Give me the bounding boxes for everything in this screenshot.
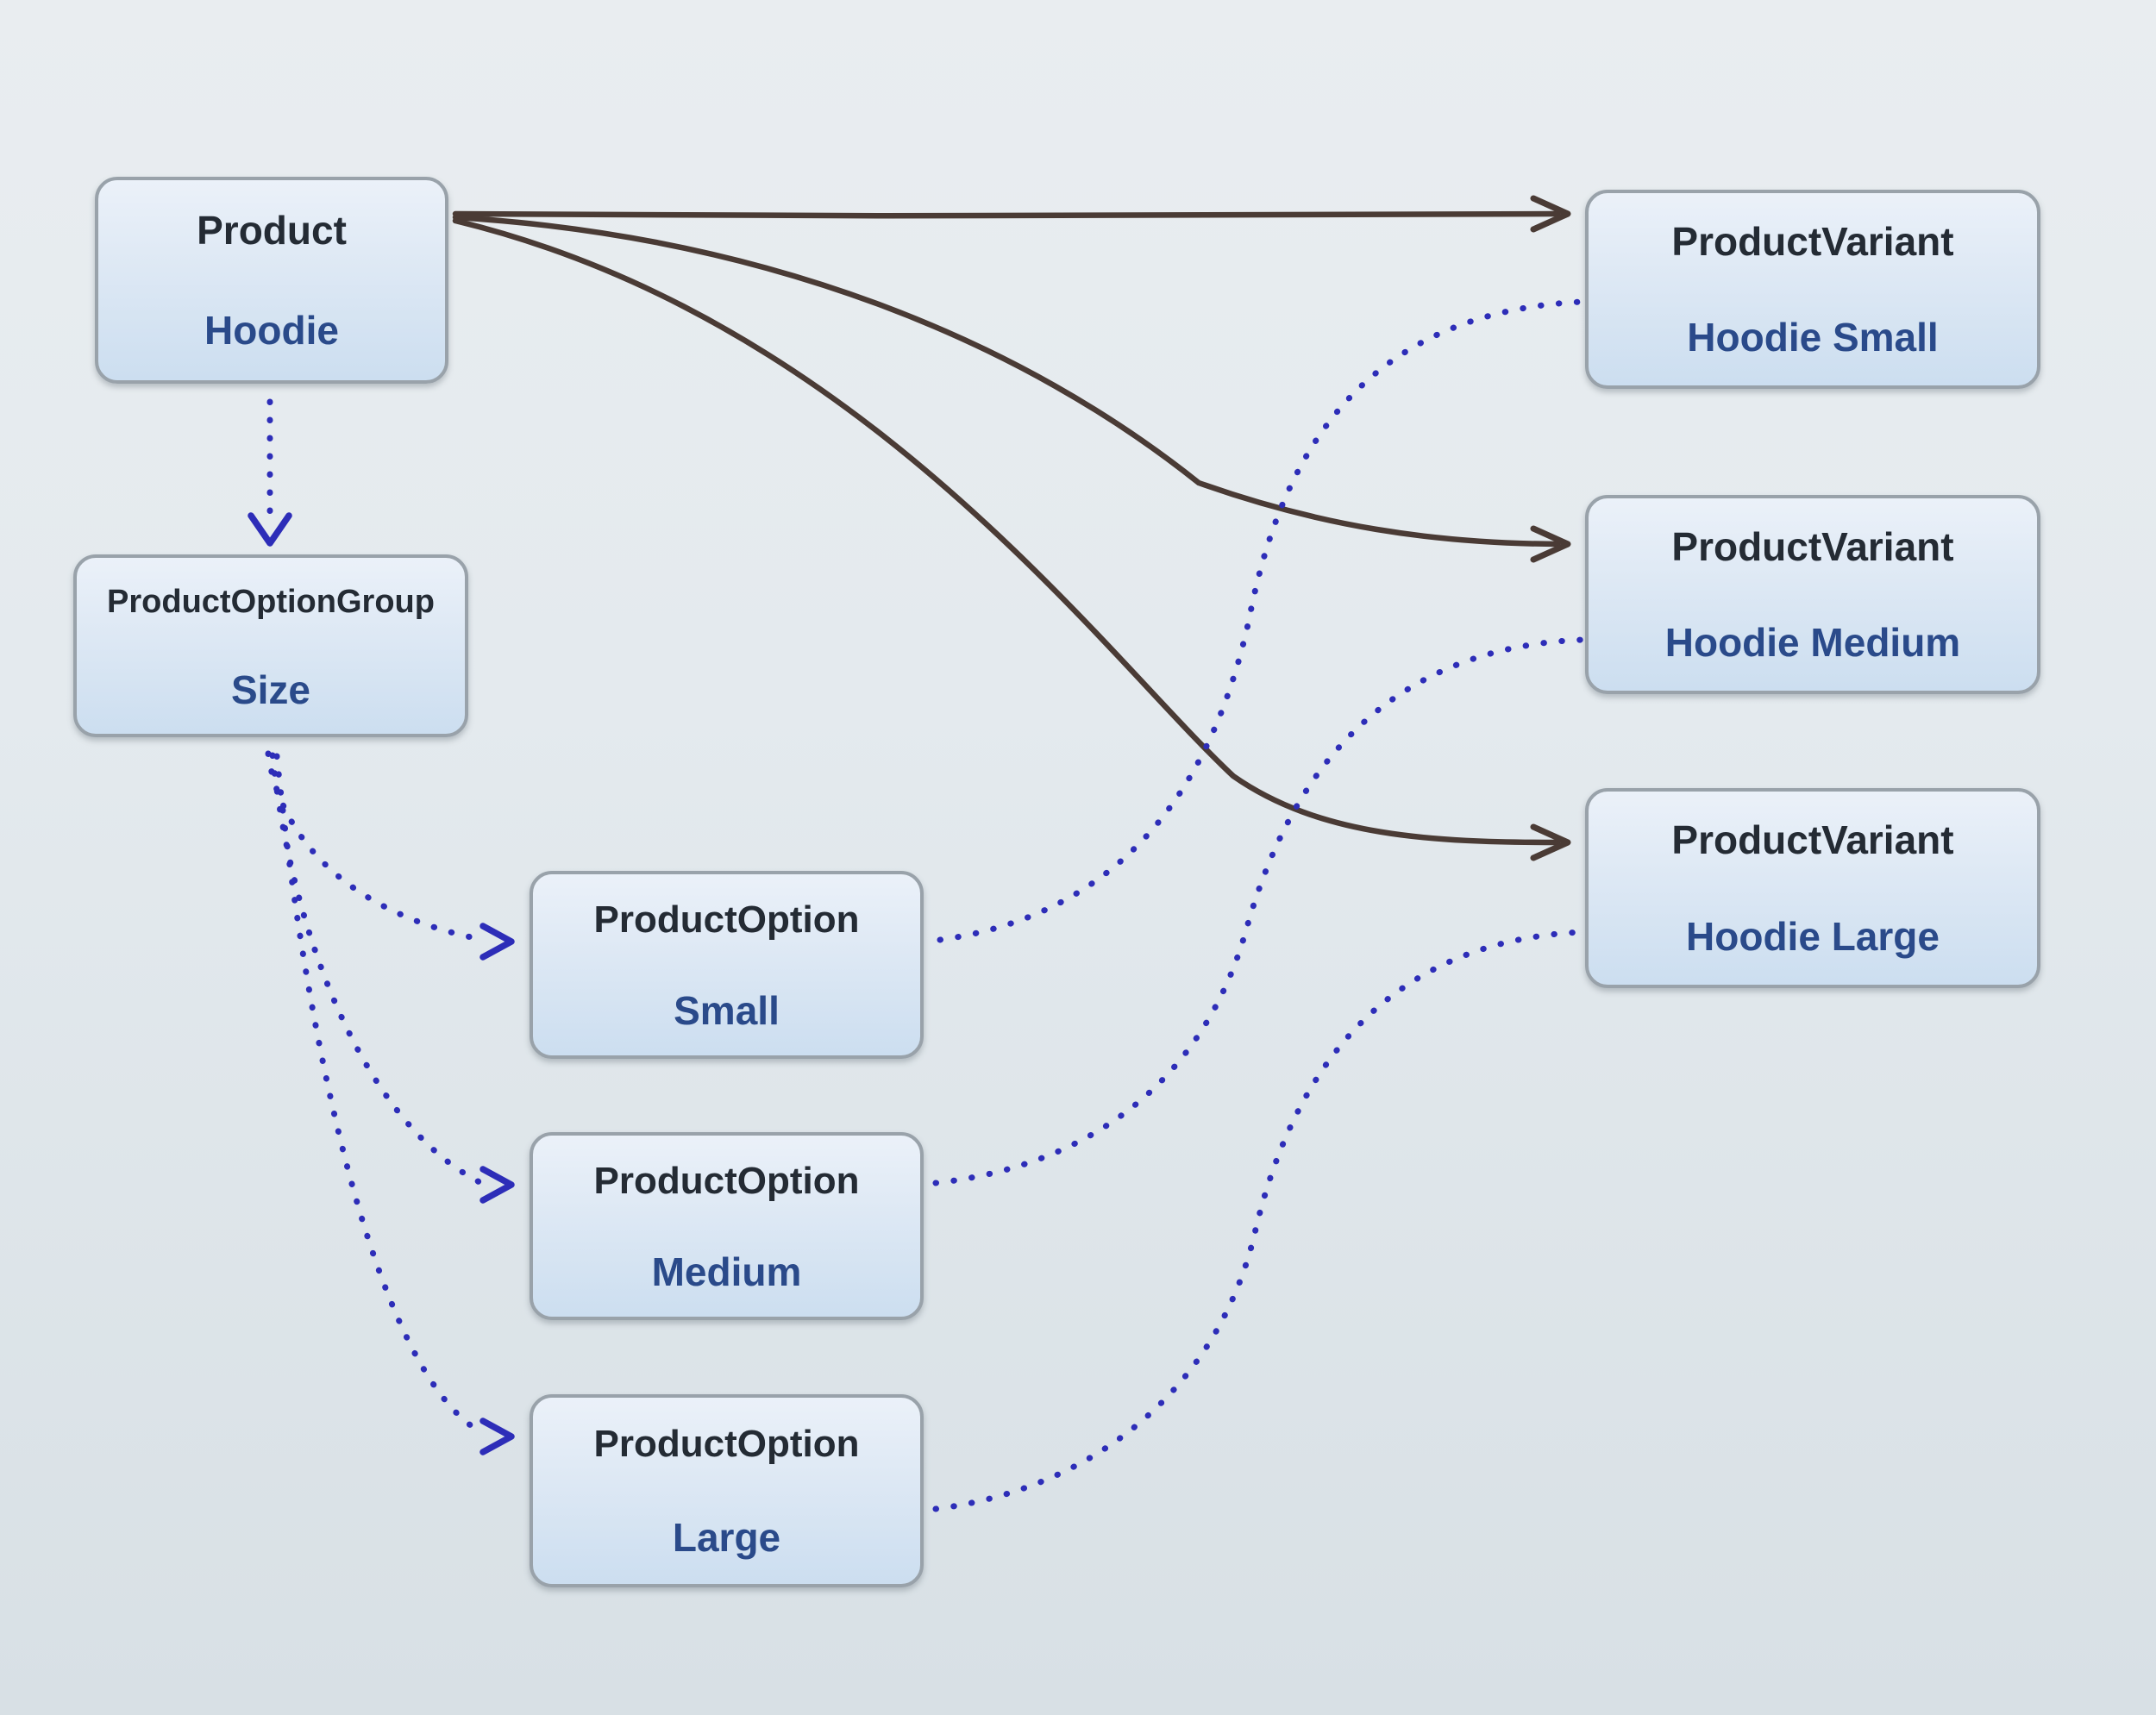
node-value-label: Medium	[651, 1249, 802, 1294]
edge-option-medium-to-variant-medium	[932, 636, 1585, 1186]
node-type-label: ProductOption	[593, 898, 860, 941]
node-type-label: ProductOptionGroup	[107, 583, 435, 620]
node-product-variant-medium: ProductVariant Hoodie Medium	[1585, 495, 2040, 694]
node-value-label: Hoodie Medium	[1664, 620, 1961, 666]
node-value-label: Hoodie Small	[1687, 315, 1939, 360]
dotted-chevron-right-icon	[479, 923, 515, 961]
node-product-option-large: ProductOption Large	[530, 1394, 924, 1587]
solid-arrowhead-icon	[1530, 195, 1571, 233]
edge-option-group-to-option-medium	[269, 752, 483, 1186]
node-value-label: Hoodie	[204, 308, 339, 353]
node-product-variant-small: ProductVariant Hoodie Small	[1585, 190, 2040, 389]
solid-arrowhead-icon	[1530, 525, 1571, 563]
node-type-label: ProductVariant	[1671, 218, 1954, 264]
node-product-option-medium: ProductOption Medium	[530, 1132, 924, 1320]
solid-arrowhead-icon	[1530, 823, 1571, 861]
node-type-label: ProductOption	[593, 1159, 860, 1202]
node-value-label: Large	[672, 1515, 781, 1560]
node-type-label: Product	[197, 208, 347, 253]
node-value-label: Hoodie Large	[1686, 914, 1940, 959]
edge-option-group-to-option-small	[265, 750, 483, 942]
node-type-label: ProductVariant	[1671, 523, 1954, 569]
edge-product-to-variant-small	[452, 210, 1561, 219]
edge-product-to-variant-medium	[452, 214, 1561, 548]
edge-option-group-to-option-large	[273, 753, 483, 1435]
node-value-label: Small	[674, 987, 780, 1033]
node-product-option-small: ProductOption Small	[530, 871, 924, 1059]
node-product: Product Hoodie	[95, 177, 448, 384]
dotted-chevron-down-icon	[248, 512, 292, 547]
node-type-label: ProductOption	[593, 1423, 860, 1465]
edge-option-large-to-variant-large	[932, 929, 1585, 1512]
edge-product-to-variant-large	[452, 217, 1561, 846]
node-type-label: ProductVariant	[1671, 817, 1954, 862]
dotted-chevron-right-icon	[479, 1418, 515, 1455]
edge-option-small-to-variant-small	[937, 298, 1585, 943]
node-product-variant-large: ProductVariant Hoodie Large	[1585, 788, 2040, 988]
node-product-option-group: ProductOptionGroup Size	[73, 554, 468, 737]
node-value-label: Size	[230, 667, 311, 712]
dotted-chevron-right-icon	[479, 1166, 515, 1204]
